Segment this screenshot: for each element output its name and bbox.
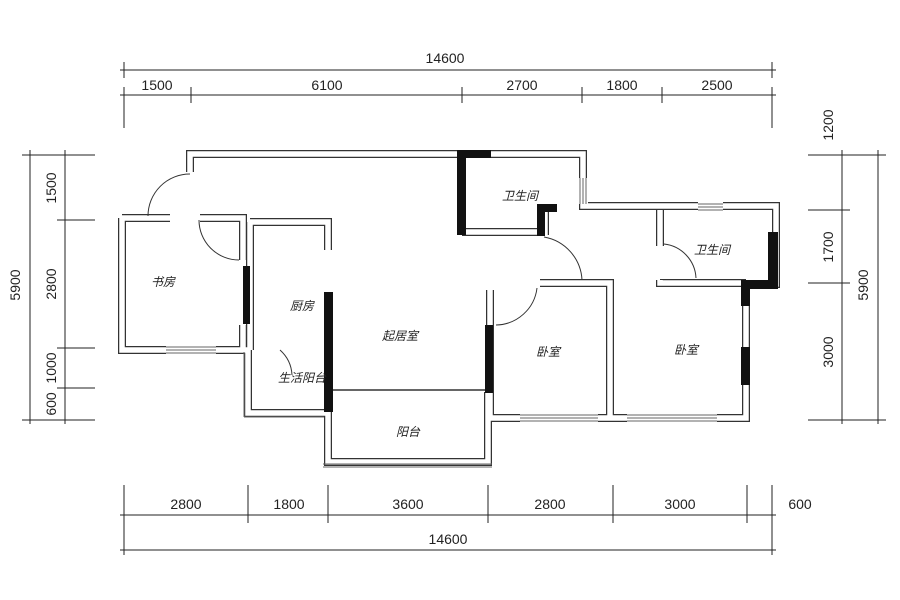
top-dim-label: 2700: [506, 77, 537, 93]
right-dim-label: 1700: [820, 231, 836, 262]
bottom-dim-label: 3600: [392, 496, 423, 512]
bottom-dim-label: 2800: [170, 496, 201, 512]
room-label-living-room: 起居室: [382, 329, 420, 343]
bottom-dim-label: 3000: [664, 496, 695, 512]
bottom-total-label: 14600: [429, 531, 468, 547]
top-dim-label: 1500: [141, 77, 172, 93]
room-label-bathroom: 卫生间: [502, 189, 540, 203]
left-total-label: 5900: [7, 269, 23, 300]
left-dim-label: 1000: [43, 352, 59, 383]
left-dimensions: 5900 1500 2800 1000 600: [7, 150, 95, 424]
top-total-label: 14600: [426, 50, 465, 66]
right-dim-label: 1200: [820, 109, 836, 140]
room-label-bedroom: 卧室: [674, 343, 700, 357]
shear-walls: [243, 150, 778, 412]
room-labels: 书房 厨房 起居室 生活阳台 阳台 卫生间 卫生间 卧室 卧室: [151, 189, 732, 439]
left-dim-label: 1500: [43, 172, 59, 203]
left-dim-label: 2800: [43, 268, 59, 299]
room-label-utility-balcony: 生活阳台: [278, 371, 327, 385]
top-dim-label: 6100: [311, 77, 342, 93]
top-dimensions: 14600 1500 6100 2700 1800 2500: [120, 50, 776, 128]
bottom-dim-label: 600: [788, 496, 812, 512]
windows: [166, 178, 723, 468]
doors: [147, 173, 697, 376]
room-label-bedroom: 卧室: [536, 345, 562, 359]
bottom-dimensions: 2800 1800 3600 2800 3000 600 14600: [120, 485, 812, 555]
left-dim-label: 600: [43, 392, 59, 416]
right-dimensions: 1200 1700 3000 5900: [808, 109, 886, 424]
bottom-dim-label: 2800: [534, 496, 565, 512]
room-label-study: 书房: [151, 275, 176, 289]
room-label-balcony: 阳台: [396, 425, 421, 439]
top-dim-label: 2500: [701, 77, 732, 93]
room-label-bathroom: 卫生间: [694, 243, 732, 257]
room-label-kitchen: 厨房: [290, 299, 315, 313]
bottom-dim-label: 1800: [273, 496, 304, 512]
right-total-label: 5900: [855, 269, 871, 300]
right-dim-label: 3000: [820, 336, 836, 367]
top-dim-label: 1800: [606, 77, 637, 93]
